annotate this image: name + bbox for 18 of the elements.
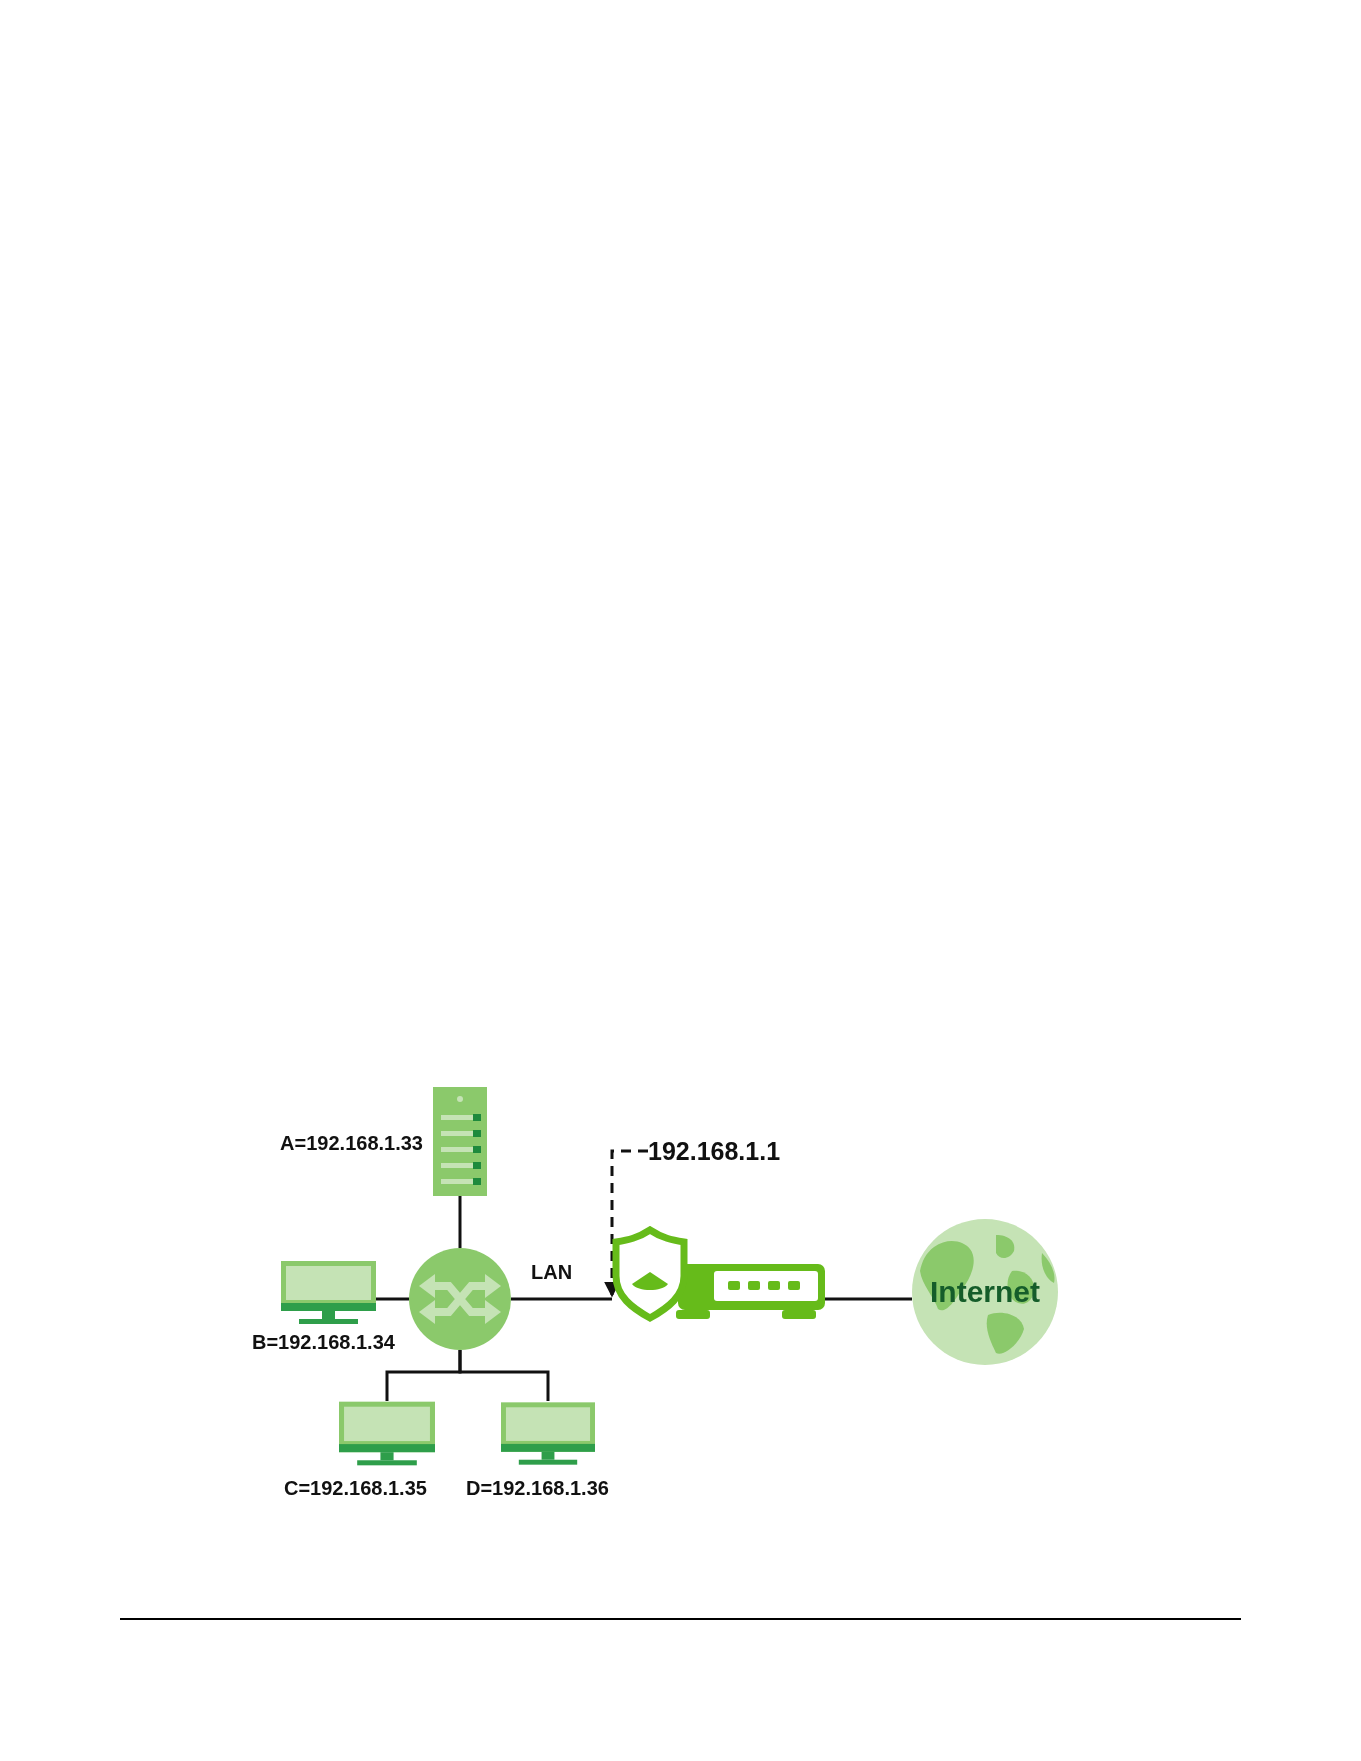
ip-address-label: 192.168.1.1	[648, 1138, 781, 1164]
ip-address-label: D=192.168.1.36	[466, 1476, 610, 1501]
connector-line	[511, 1297, 612, 1301]
server-icon	[433, 1087, 487, 1196]
ip-address-label: A=192.168.1.33	[279, 1131, 423, 1156]
monitor-icon	[501, 1401, 595, 1467]
connector-line	[458, 1350, 550, 1401]
monitor-icon	[281, 1261, 376, 1325]
ip-address-label: C=192.168.1.35	[284, 1476, 428, 1501]
connector-line	[825, 1297, 912, 1301]
monitor-icon	[339, 1401, 435, 1467]
node-label: Internet	[930, 1277, 1040, 1307]
firewall-router-icon	[612, 1226, 825, 1322]
connector-line	[458, 1196, 462, 1248]
network-switch-icon	[409, 1248, 511, 1350]
leader-line	[604, 1149, 648, 1298]
ip-address-label: B=192.168.1.34	[252, 1330, 396, 1355]
connector-line	[376, 1297, 409, 1301]
